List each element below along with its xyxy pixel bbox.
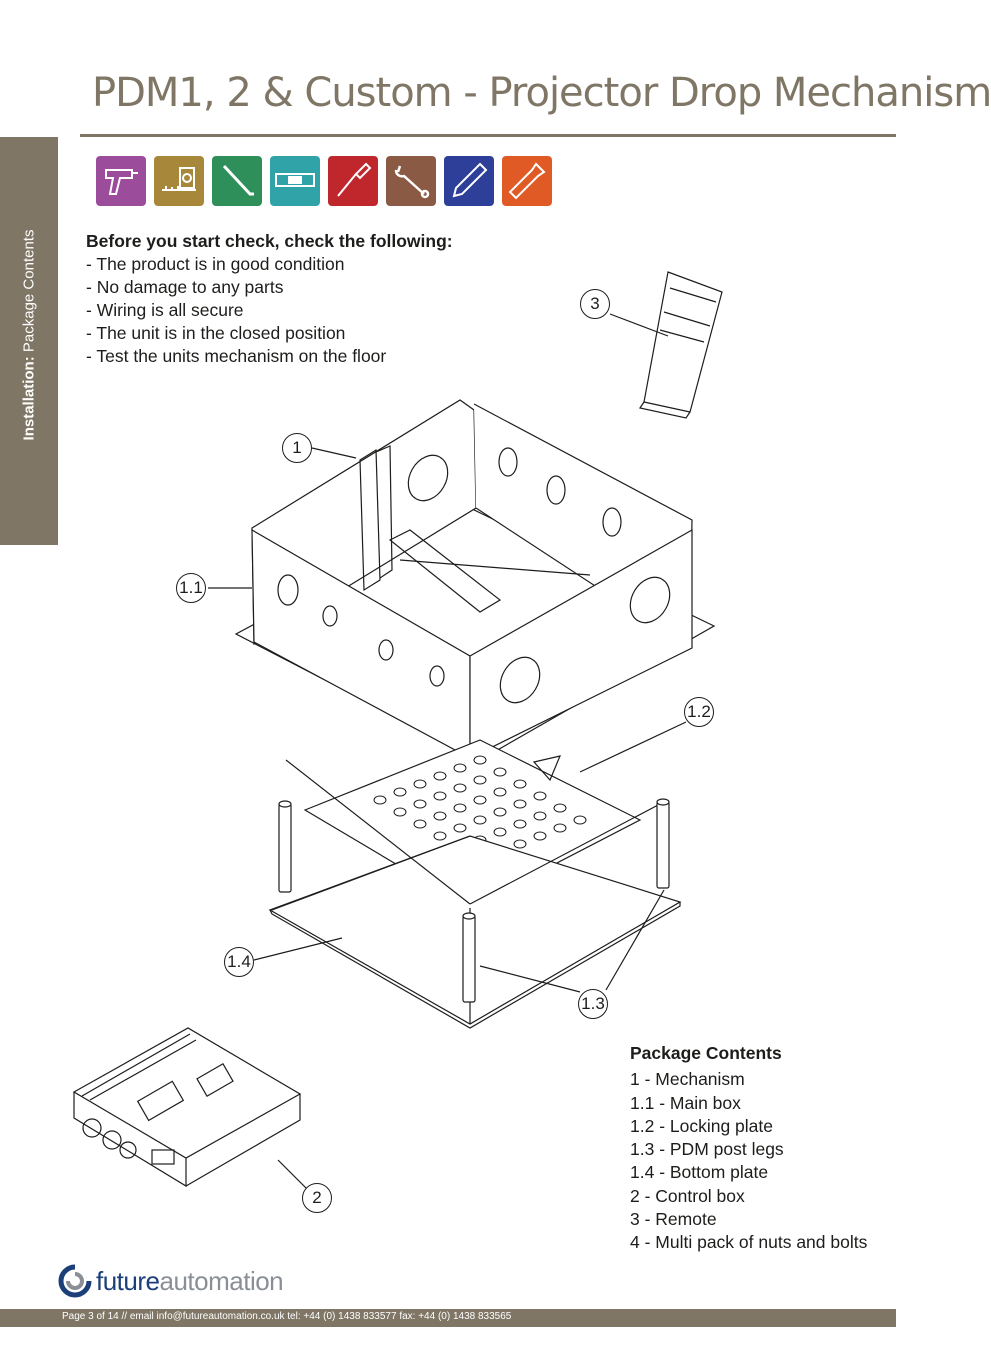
allen-key-icon	[212, 156, 262, 206]
footer-bar	[0, 1309, 896, 1327]
tape-measure-icon	[154, 156, 204, 206]
package-item: 4 - Multi pack of nuts and bolts	[630, 1232, 868, 1253]
package-item: 1.3 - PDM post legs	[630, 1139, 784, 1160]
checklist-item: - Wiring is all secure	[86, 300, 244, 320]
callout-3: 3	[580, 289, 610, 319]
exploded-assembly-drawing	[72, 271, 723, 1189]
checklist-item: - No damage to any parts	[86, 277, 284, 297]
pencil-icon	[444, 156, 494, 206]
logo-swirl-icon	[58, 1264, 92, 1298]
logo-wordmark-bold: future	[96, 1265, 160, 1296]
side-tab	[0, 137, 58, 545]
spirit-level-icon	[270, 156, 320, 206]
package-item: 3 - Remote	[630, 1209, 717, 1230]
logo-wordmark: futureautomation	[96, 1265, 284, 1297]
leader-1-3b	[605, 889, 665, 991]
package-contents: Package Contents 1 - Mechanism 1.1 - Mai…	[630, 1042, 867, 1255]
package-item: 2 - Control box	[630, 1185, 745, 1206]
spanner-icon	[386, 156, 436, 206]
callout-1-3: 1.3	[578, 989, 608, 1019]
leader-2	[277, 1159, 307, 1189]
leader-1-2	[579, 721, 687, 773]
callout-1-4: 1.4	[224, 947, 254, 977]
main-box-drawing	[234, 399, 716, 761]
leader-1-3a	[479, 965, 581, 993]
checklist-heading: Before you start check, check the follow…	[86, 231, 453, 251]
logo-wordmark-light: automation	[159, 1265, 284, 1296]
package-item: 1.1 - Main box	[630, 1092, 741, 1113]
callout-2: 2	[302, 1183, 332, 1213]
screwdriver-icon	[328, 156, 378, 206]
control-box-drawing	[72, 1027, 302, 1188]
tool-icons-row	[96, 156, 552, 206]
footer-contact-text: Page 3 of 14 // email info@futureautomat…	[62, 1311, 512, 1322]
package-item: 1 - Mechanism	[630, 1069, 745, 1090]
drill-icon	[96, 156, 146, 206]
checklist-item: - Test the units mechanism on the floor	[86, 346, 387, 366]
saw-icon	[502, 156, 552, 206]
remote-drawing	[639, 271, 723, 419]
leader-1	[311, 447, 357, 459]
title-divider	[80, 134, 896, 137]
package-contents-heading: Package Contents	[630, 1043, 782, 1063]
callout-1-2: 1.2	[684, 697, 714, 727]
callout-1: 1	[282, 433, 312, 463]
package-item: 1.2 - Locking plate	[630, 1115, 774, 1136]
checklist-item: - The unit is in the closed position	[86, 323, 346, 343]
page-title: PDM1, 2 & Custom - Projector Drop Mechan…	[92, 70, 991, 116]
callout-1-1: 1.1	[176, 573, 206, 603]
future-automation-logo: futureautomation	[58, 1264, 284, 1298]
leader-3	[609, 313, 669, 337]
package-item: 1.4 - Bottom plate	[630, 1162, 769, 1183]
pre-install-checklist: Before you start check, check the follow…	[86, 230, 453, 368]
leader-1-4	[253, 937, 343, 961]
post-legs-drawing	[278, 798, 670, 1003]
checklist-item: - The product is in good condition	[86, 254, 345, 274]
